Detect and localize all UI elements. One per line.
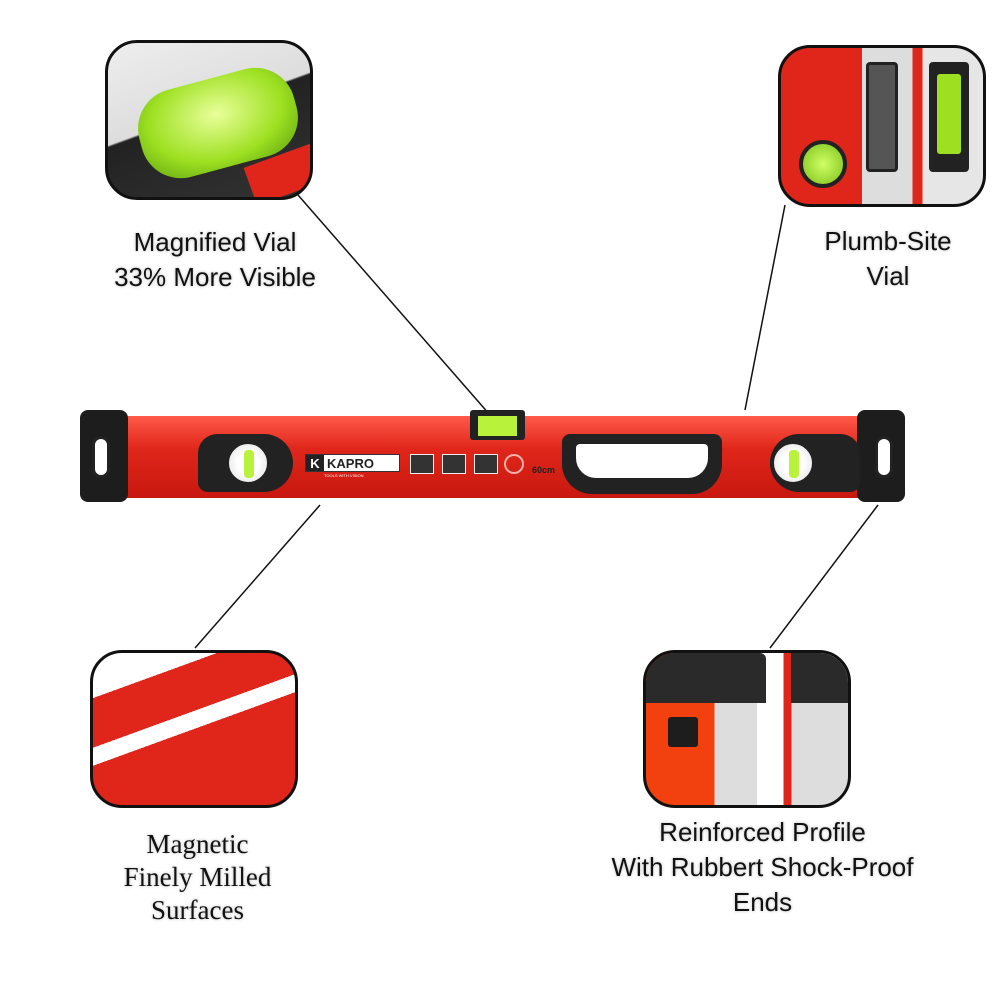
rubber-end-cap-left [80,410,128,502]
feature-badge [410,454,434,474]
caption-reinforced-profile: Reinforced Profile With Rubbert Shock-Pr… [570,815,955,920]
magnified-vial-photo [105,40,313,200]
handle [562,434,722,494]
caption-line: Magnified Vial [133,227,297,257]
caption-line: 33% More Visible [114,262,316,292]
caption-line: Reinforced Profile [659,817,866,847]
feature-badge [442,454,466,474]
milled-surface-photo [90,650,298,808]
caption-line: Magnetic [146,829,249,859]
caption-magnetic: Magnetic Finely Milled Surfaces [80,828,315,927]
leader-line-magnetic [194,504,321,649]
leader-line-profile [769,504,879,649]
top-vial-housing [470,410,525,440]
caption-plumb-site: Plumb-Site Vial [788,224,988,294]
caption-line: Plumb-Site [824,226,952,256]
caption-line: Surfaces [151,895,244,925]
leader-line-magnified [297,194,491,416]
caption-line: With Rubbert Shock-Proof [611,852,914,882]
size-label: 60cm [532,465,556,475]
caption-line: Ends [732,887,793,917]
vial-right [770,440,816,486]
caption-line: Finely Milled [123,862,272,892]
shock-proof-end-photo [643,650,851,808]
brand-tagline: TOOLS WITH VISION [324,473,364,478]
rubber-end-cap-right [857,410,905,502]
caption-line: Vial [866,261,910,291]
no-magnet-icon [504,454,524,474]
leader-line-plumb [744,204,786,411]
feature-badge [474,454,498,474]
brand-name: KAPRO [327,455,374,471]
plumb-site-vial-photo [778,45,986,207]
vial-left [225,440,271,486]
caption-magnified-vial: Magnified Vial 33% More Visible [60,225,370,295]
